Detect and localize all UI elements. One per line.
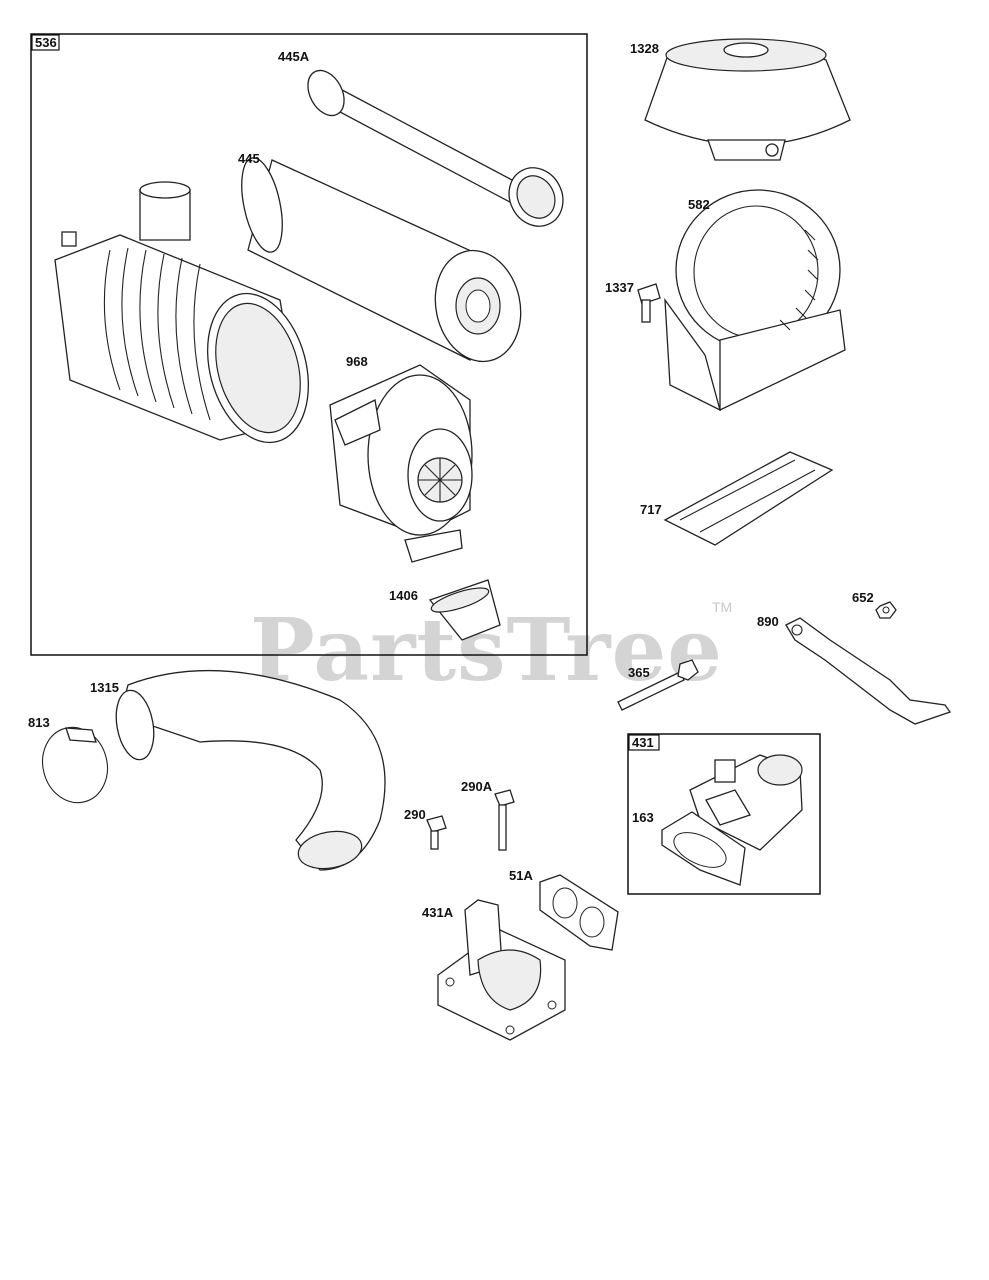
callout-51a: 51A: [509, 868, 533, 883]
callout-536: 536: [35, 35, 57, 50]
callout-1406: 1406: [389, 588, 418, 603]
callout-431a: 431A: [422, 905, 454, 920]
group-box-431: [627, 733, 821, 895]
callout-717: 717: [640, 502, 662, 517]
callout-290a: 290A: [461, 779, 493, 794]
callout-431: 431: [632, 735, 654, 750]
nut-652[interactable]: [875, 601, 897, 619]
precleaner-cap-1328[interactable]: [644, 38, 851, 161]
group-box-536-tag: [31, 34, 60, 51]
callout-445a: 445A: [278, 49, 310, 64]
callout-582: 582: [688, 197, 710, 212]
bolt-290[interactable]: [426, 815, 447, 850]
watermark-trademark: TM: [712, 599, 732, 615]
bolt-290a[interactable]: [494, 789, 515, 851]
callout-968: 968: [346, 354, 368, 369]
callout-1315: 1315: [90, 680, 119, 695]
gasket-163[interactable]: [661, 811, 746, 886]
intake-hose-1315[interactable]: [111, 669, 386, 874]
support-bracket-890[interactable]: [785, 617, 952, 725]
air-cleaner-housing[interactable]: [54, 181, 324, 454]
air-filter-445[interactable]: [234, 154, 530, 369]
callout-290: 290: [404, 807, 426, 822]
inner-air-filter-445a[interactable]: [301, 64, 573, 235]
gasket-51a[interactable]: [539, 874, 619, 951]
intake-cover-431a[interactable]: [437, 899, 566, 1041]
callout-1328: 1328: [630, 41, 659, 56]
mounting-bracket-582[interactable]: [664, 189, 846, 412]
callout-445: 445: [238, 151, 260, 166]
mounting-plate-717[interactable]: [663, 451, 834, 546]
long-bolt-365[interactable]: [617, 659, 699, 711]
callout-163: 163: [632, 810, 654, 825]
group-box-431-tag: [628, 734, 660, 751]
callout-1337: 1337: [605, 280, 634, 295]
intake-elbow-431[interactable]: [689, 754, 803, 851]
callout-813: 813: [28, 715, 50, 730]
bolt-1337[interactable]: [637, 283, 661, 323]
group-box-536: [30, 33, 588, 656]
hose-clamp-813[interactable]: [34, 720, 115, 810]
rain-cap-1406[interactable]: [428, 579, 501, 641]
precleaner-968[interactable]: [329, 364, 473, 563]
callout-890: 890: [757, 614, 779, 629]
callout-652: 652: [852, 590, 874, 605]
callout-365: 365: [628, 665, 650, 680]
